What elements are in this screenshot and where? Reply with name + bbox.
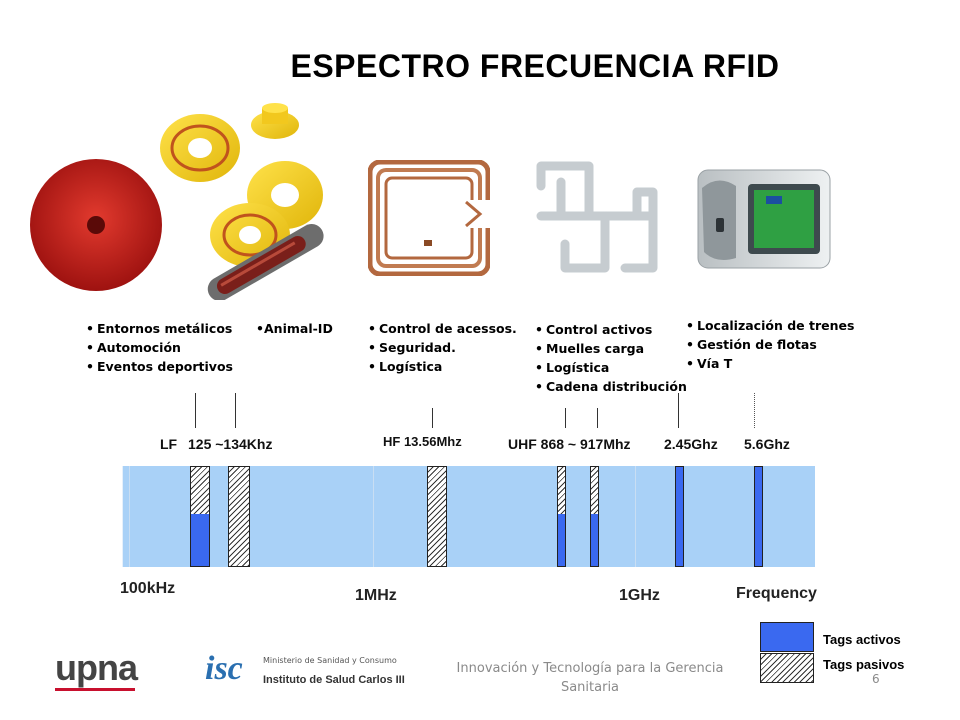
f245-label: 2.45Ghz bbox=[664, 436, 718, 452]
list-item: Localización de trenes bbox=[686, 316, 854, 335]
legend-active-label: Tags activos bbox=[823, 632, 901, 647]
tick-125khz bbox=[195, 393, 196, 428]
list-item: Cadena distribución bbox=[535, 377, 687, 396]
divider bbox=[373, 466, 374, 567]
list-item: Vía T bbox=[686, 354, 854, 373]
active-segment bbox=[558, 514, 565, 566]
scale-1mhz-label: 1MHz bbox=[355, 587, 397, 604]
hf-label: HF 13.56Mhz bbox=[383, 434, 462, 449]
ministerio-text: Ministerio de Sanidad y Consumo bbox=[263, 656, 397, 665]
f56-label: 5.6Ghz bbox=[744, 436, 790, 452]
lf-label: LF bbox=[160, 436, 178, 452]
uhf-label: UHF 868 ~ 917Mhz bbox=[508, 436, 631, 452]
legend-passive-label: Tags pasivos bbox=[823, 657, 905, 672]
frequency-axis-label: Frequency bbox=[736, 585, 817, 602]
list-item: Animal-ID bbox=[264, 321, 333, 336]
footer-caption: Innovación y Tecnología para la Gerencia… bbox=[456, 661, 724, 695]
lf-applications-list: Entornos metálicos Automoción Eventos de… bbox=[86, 319, 233, 376]
list-item: Entornos metálicos bbox=[86, 319, 233, 338]
uhf-tag-image bbox=[535, 158, 659, 280]
list-item: Control de acessos. bbox=[368, 319, 517, 338]
microwave-2-45ghz-bar bbox=[675, 466, 684, 567]
legend-active-swatch bbox=[760, 622, 814, 652]
legend: Tags activos Tags pasivos bbox=[760, 622, 920, 684]
divider bbox=[129, 466, 130, 567]
legend-passive-swatch bbox=[760, 653, 814, 683]
tick-13-56mhz bbox=[432, 408, 433, 428]
hf-13-56mhz-bar bbox=[427, 466, 447, 567]
list-item: Logística bbox=[368, 357, 517, 376]
lf-tags-image bbox=[30, 100, 350, 301]
active-segment bbox=[191, 514, 209, 566]
tick-917mhz bbox=[597, 408, 598, 428]
active-segment bbox=[591, 514, 598, 566]
tick-5-6ghz bbox=[754, 393, 755, 428]
list-item: Muelles carga bbox=[535, 339, 687, 358]
frequency-spectrum-band bbox=[122, 466, 815, 567]
scale-100khz-label: 100kHz bbox=[120, 580, 176, 597]
lf-range-label: 125 ~134Khz bbox=[188, 436, 273, 452]
instituto-text: Instituto de Salud Carlos III bbox=[263, 674, 405, 686]
uhf-868mhz-bar bbox=[557, 466, 566, 567]
lf-134khz-bar bbox=[228, 466, 250, 567]
passive-segment bbox=[191, 467, 209, 514]
list-item: Control activos bbox=[535, 320, 687, 339]
page-number: 6 bbox=[872, 672, 880, 686]
tick-134khz bbox=[235, 393, 236, 428]
lf-125khz-bar bbox=[190, 466, 210, 567]
passive-segment bbox=[558, 467, 565, 514]
hf-antenna-image bbox=[367, 159, 491, 277]
list-item: Gestión de flotas bbox=[686, 335, 854, 354]
upna-logo-bar bbox=[55, 688, 135, 691]
list-item: Logística bbox=[535, 358, 687, 377]
divider bbox=[635, 466, 636, 567]
uhf-917mhz-bar bbox=[590, 466, 599, 567]
upna-logo: upna bbox=[55, 648, 145, 698]
tick-868mhz bbox=[565, 408, 566, 428]
microwave-applications-list: Localización de trenes Gestión de flotas… bbox=[686, 316, 854, 373]
isciii-logo: isc Ministerio de Sanidad y Consumo Inst… bbox=[205, 648, 405, 696]
animal-id-label: •Animal-ID bbox=[256, 321, 333, 336]
isc-logo-mark: isc bbox=[205, 650, 243, 687]
scale-1ghz-label: 1GHz bbox=[619, 587, 660, 604]
hf-applications-list: Control de acessos. Seguridad. Logística bbox=[368, 319, 517, 376]
page-title: ESPECTRO FRECUENCIA RFID bbox=[290, 48, 780, 84]
upna-logo-text: upna bbox=[55, 647, 138, 688]
list-item: Seguridad. bbox=[368, 338, 517, 357]
passive-segment bbox=[591, 467, 598, 514]
list-item: Automoción bbox=[86, 338, 233, 357]
tick-2-45ghz bbox=[678, 393, 679, 428]
list-item: Eventos deportivos bbox=[86, 357, 233, 376]
microwave-5-6ghz-bar bbox=[754, 466, 763, 567]
uhf-applications-list: Control activos Muelles carga Logística … bbox=[535, 320, 687, 396]
reader-device-image bbox=[696, 168, 832, 270]
